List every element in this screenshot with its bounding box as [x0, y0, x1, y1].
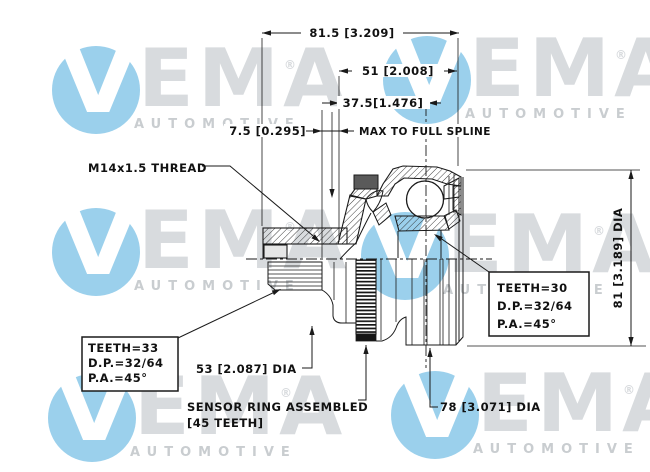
inner-race-dp: D.P.=32/64: [497, 299, 572, 313]
dimension-text: 81.5 [3.209] 51 [2.008] 37.5[1.476] 7.5 …: [88, 26, 625, 430]
inner-race-teeth: TEETH=30: [497, 281, 568, 295]
sensor-ring-teeth: [355, 259, 377, 335]
inner-race-spline-spec-box: TEETH=30 D.P.=32/64 P.A.=45°: [488, 271, 590, 337]
sensor-ring-label-line2: [45 TEETH]: [187, 416, 264, 430]
dim-spline-runout: 7.5 [0.295]: [229, 124, 306, 138]
thread-section: [262, 227, 348, 245]
dim-overall-length: 81.5 [3.209]: [309, 26, 394, 40]
inner-race-section: [394, 215, 450, 232]
shaft-spline-spec-box: TEETH=33 D.P.=32/64 P.A.=45°: [81, 336, 179, 392]
dim-spline-to-face: 51 [2.008]: [362, 64, 434, 78]
shaft-end-detail: [263, 244, 288, 259]
max-to-full-spline-label: MAX TO FULL SPLINE: [359, 126, 491, 138]
shaft-spline-dp: D.P.=32/64: [88, 356, 163, 370]
bell-housing-section: [337, 165, 462, 260]
inner-race-pa: P.A.=45°: [497, 317, 557, 331]
shaft-spline-teeth: TEETH=33: [88, 341, 159, 355]
sensor-ring-section: [353, 174, 379, 190]
dim-seat-diameter: 53 [2.087] DIA: [196, 362, 297, 376]
ball-bearing: [405, 180, 445, 219]
shaft-spline-pa: P.A.=45°: [88, 371, 148, 385]
dim-body-diameter: 78 [3.071] DIA: [440, 400, 541, 414]
ball-and-inner-race: [394, 180, 461, 258]
dim-shoulder-to-center: 37.5[1.476]: [343, 96, 424, 110]
shaft-spline: [267, 261, 323, 291]
sensor-ring-label-line1: SENSOR RING ASSEMBLED: [187, 400, 368, 414]
thread-label: M14x1.5 THREAD: [88, 161, 207, 175]
stub-shaft: [262, 227, 356, 324]
dim-outer-diameter: 81 [3.189] DIA: [611, 208, 625, 309]
